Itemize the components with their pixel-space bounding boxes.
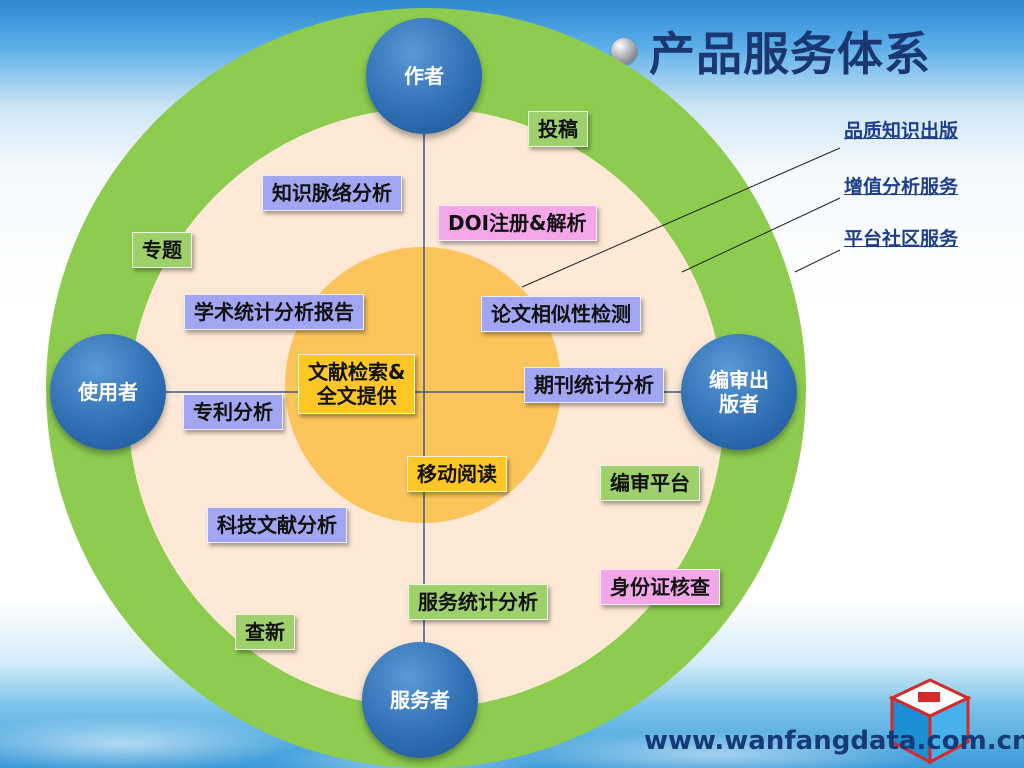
wanfang-logo-icon bbox=[888, 678, 972, 765]
box-doi-registration: DOI注册&解析 bbox=[438, 205, 597, 241]
box-special-topics: 专题 bbox=[132, 232, 192, 268]
legend-leader-1 bbox=[521, 147, 841, 288]
box-sci-tech-literature-analysis: 科技文献分析 bbox=[207, 507, 347, 543]
legend-value-added-analysis: 增值分析服务 bbox=[844, 176, 959, 198]
page-title: 产品服务体系 bbox=[649, 27, 931, 81]
node-editor-publisher: 编审出 版者 bbox=[681, 334, 797, 450]
box-submission: 投稿 bbox=[528, 111, 588, 147]
box-academic-statistics-report: 学术统计分析报告 bbox=[184, 294, 364, 330]
box-id-verification: 身份证核查 bbox=[600, 569, 720, 605]
box-mobile-reading: 移动阅读 bbox=[407, 456, 507, 492]
node-author: 作者 bbox=[366, 18, 482, 134]
title-area: 产品服务体系 bbox=[611, 18, 931, 84]
box-service-statistics: 服务统计分析 bbox=[408, 584, 548, 620]
box-literature-retrieval: 文献检索& 全文提供 bbox=[298, 354, 416, 414]
legend-leader-2 bbox=[681, 197, 841, 273]
node-service-provider: 服务者 bbox=[362, 642, 478, 758]
box-plagiarism-detection: 论文相似性检测 bbox=[481, 296, 641, 332]
node-user: 使用者 bbox=[50, 334, 166, 450]
legend-quality-publishing: 品质知识出版 bbox=[844, 120, 959, 142]
footer-website-url[interactable]: www.wanfangdata.com.cn bbox=[644, 726, 1024, 756]
box-knowledge-context-analysis: 知识脉络分析 bbox=[262, 175, 402, 211]
legend-platform-community: 平台社区服务 bbox=[844, 228, 959, 250]
box-novelty-search: 查新 bbox=[235, 614, 295, 650]
legend-leader-3 bbox=[794, 249, 841, 273]
box-editorial-platform: 编审平台 bbox=[600, 465, 700, 501]
box-journal-statistics: 期刊统计分析 bbox=[524, 367, 664, 403]
box-patent-analysis: 专利分析 bbox=[183, 394, 283, 430]
